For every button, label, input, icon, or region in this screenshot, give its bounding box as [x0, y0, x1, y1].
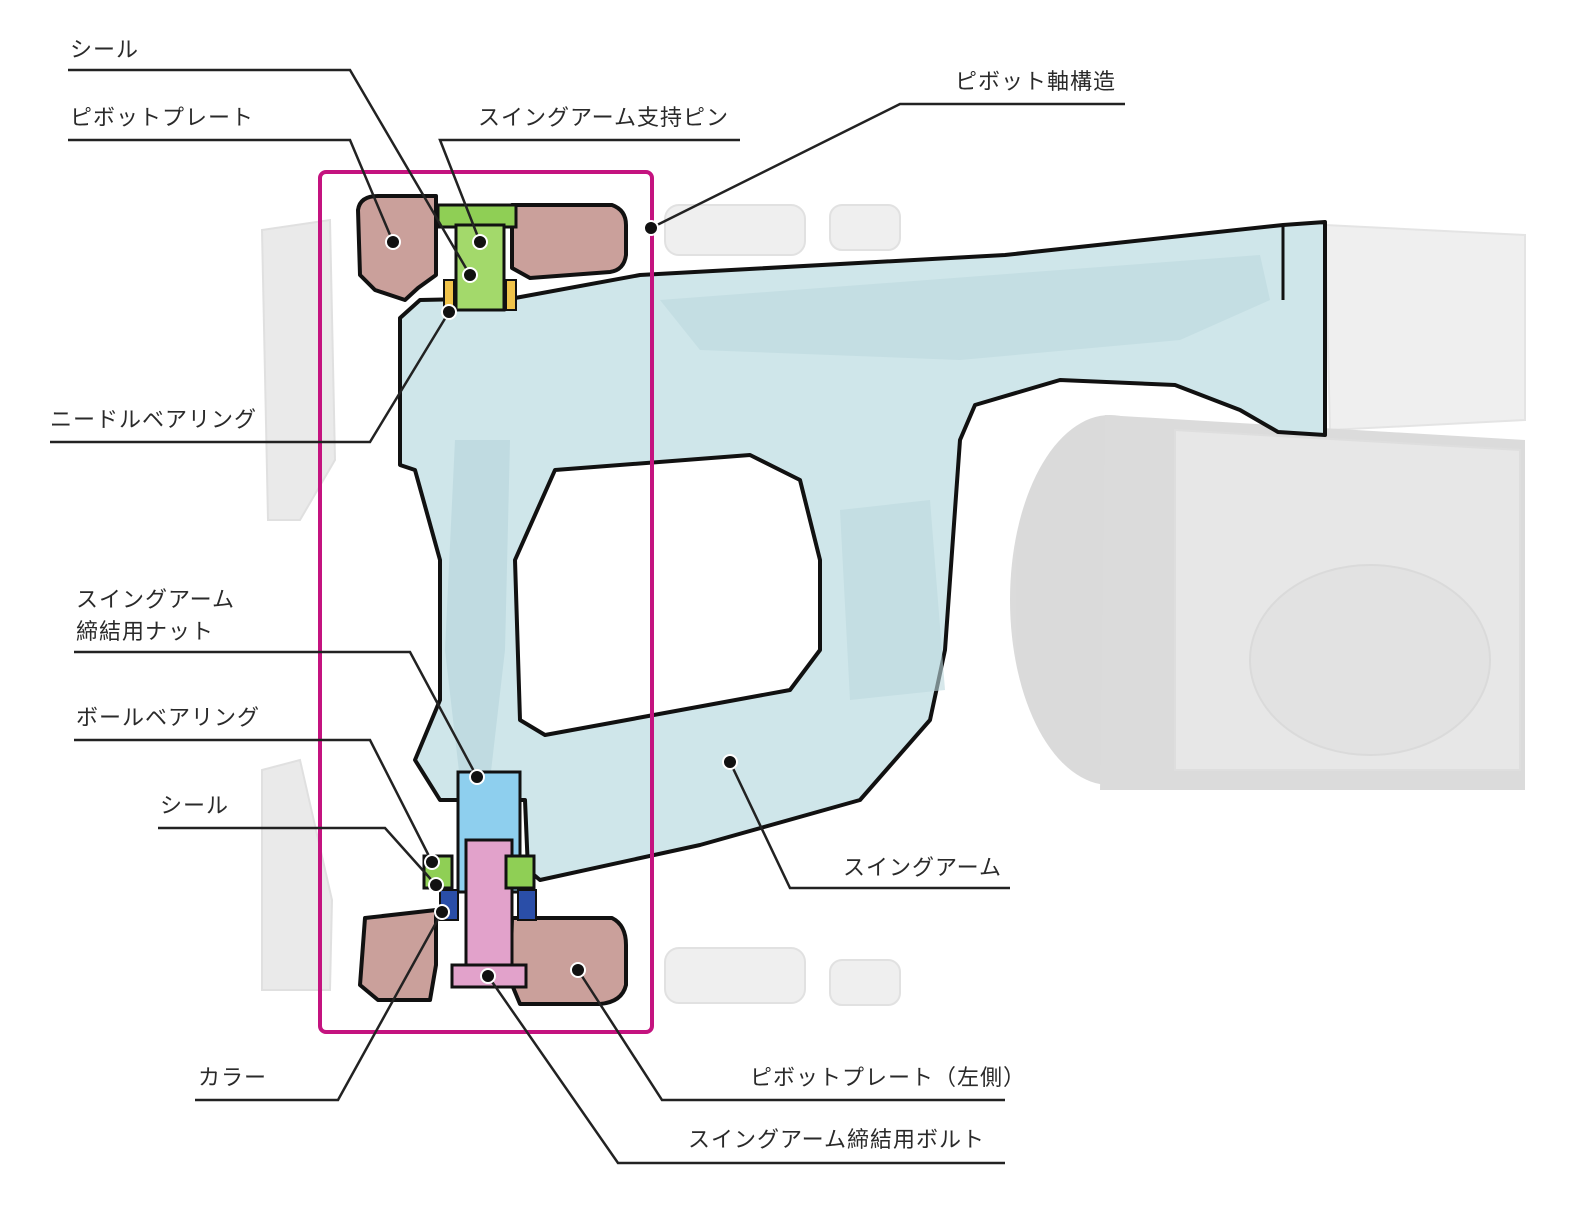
leader-ball-bearing — [74, 738, 434, 863]
label-seal-bottom: シール — [160, 794, 230, 819]
leader-bolt — [486, 975, 1005, 1165]
swingarm-pin — [436, 203, 518, 312]
leader-collar — [195, 911, 444, 1102]
pivot-plate-top — [356, 194, 628, 302]
leader-lines — [50, 68, 1125, 1165]
leader-seal-top — [68, 68, 472, 276]
leader-needle-bearing — [50, 311, 451, 444]
label-nut-line2: 締結用ナット — [76, 620, 215, 645]
label-ball-bearing: ボールベアリング — [76, 706, 261, 731]
label-pivot-structure: ピボット軸構造 — [955, 70, 1117, 95]
swingarm-body — [398, 220, 1327, 882]
leader-pivot-structure — [650, 102, 1125, 230]
leader-pivot-plate — [68, 138, 395, 243]
label-nut-line1: スイングアーム — [76, 588, 236, 613]
label-collar: カラー — [198, 1066, 268, 1091]
label-pivot-plate-left: ピボットプレート（左側） — [750, 1066, 1027, 1091]
label-swingarm: スイングアーム — [843, 856, 1003, 881]
leader-nut — [74, 650, 479, 778]
label-needle-bearing: ニードルベアリング — [50, 408, 258, 433]
label-swingarm-bolt: スイングアーム締結用ボルト — [688, 1128, 986, 1153]
pivot-plate-bottom — [358, 908, 628, 1006]
leader-seal-bottom — [158, 826, 437, 886]
pivot-frame-box — [318, 170, 654, 1034]
label-seal-top: シール — [70, 38, 140, 63]
leader-swingarm — [728, 761, 1010, 890]
leader-dots — [385, 220, 738, 984]
label-swingarm-pin: スイングアーム支持ピン — [478, 106, 730, 131]
label-pivot-plate: ピボットプレート — [70, 106, 255, 131]
leader-swingarm-pin — [438, 138, 740, 243]
leader-pivot-plate-left — [576, 969, 1005, 1102]
